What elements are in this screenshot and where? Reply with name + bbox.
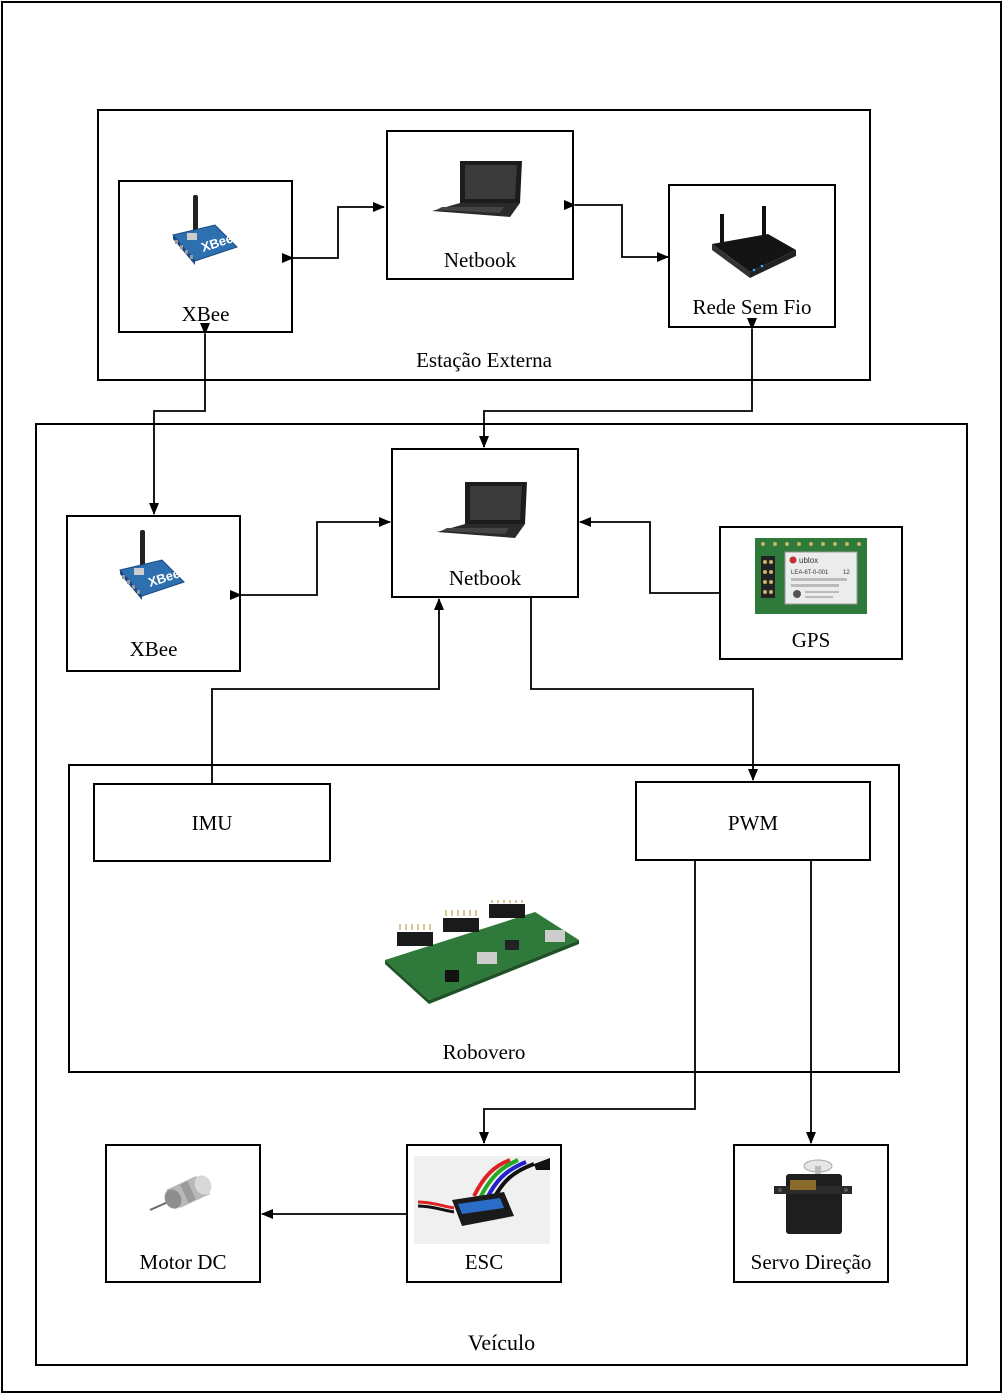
esc-icon <box>414 1156 550 1244</box>
xbee-vehicle-label: XBee <box>129 637 178 661</box>
gps-number-text: 12 <box>843 570 850 576</box>
gps-module-icon: ublox LEA-6T-0-001 12 <box>755 538 867 614</box>
edge-netbook-ext-router <box>564 200 669 262</box>
gps-brand-text: ublox <box>799 556 818 565</box>
netbook-icon <box>435 476 535 541</box>
imu-label: IMU <box>191 811 233 835</box>
imu-node[interactable] <box>93 783 331 862</box>
pwm-node[interactable] <box>635 781 871 861</box>
netbook-vehicle-node[interactable] <box>391 448 579 598</box>
servo-node[interactable] <box>733 1144 889 1283</box>
dc-motor-icon <box>148 1168 218 1218</box>
edge-xbee-veh-netbook-veh <box>230 517 391 600</box>
robovero-board-icon <box>385 897 580 1005</box>
xbee-external-label: XBee <box>181 302 230 326</box>
servo-icon <box>772 1156 852 1236</box>
edge-gps-netbook-veh <box>579 517 719 594</box>
esc-label: ESC <box>464 1250 504 1274</box>
wifi-router-icon <box>710 204 800 280</box>
esc-node[interactable] <box>406 1144 562 1283</box>
pwm-label: PWM <box>727 811 779 835</box>
netbook-external-label: Netbook <box>443 248 517 272</box>
edge-xbee-ext-netbook-ext <box>282 202 385 263</box>
edge-xbee-ext-xbee-veh <box>149 323 210 515</box>
netbook-icon <box>430 155 530 220</box>
motor-dc-label: Motor DC <box>139 1250 227 1274</box>
edge-pwm-esc <box>479 861 696 1144</box>
xbee-icon: XBee <box>165 195 245 275</box>
servo-label: Servo Direção <box>750 1250 872 1274</box>
gps-model-text: LEA-6T-0-001 <box>791 570 829 576</box>
netbook-vehicle-label: Netbook <box>448 566 522 590</box>
robovero-group <box>68 764 900 1073</box>
xbee-icon: XBee <box>112 530 192 610</box>
router-label: Rede Sem Fio <box>692 295 812 319</box>
motor-dc-node[interactable] <box>105 1144 261 1283</box>
vehicle-label: Veículo <box>467 1330 536 1355</box>
edge-netbook-veh-pwm <box>530 598 758 781</box>
robovero-label: Robovero <box>442 1040 526 1064</box>
gps-node[interactable] <box>719 526 903 660</box>
edge-router-netbook-veh <box>479 318 757 448</box>
edge-imu-netbook-veh <box>211 598 444 783</box>
gps-label: GPS <box>791 628 831 652</box>
